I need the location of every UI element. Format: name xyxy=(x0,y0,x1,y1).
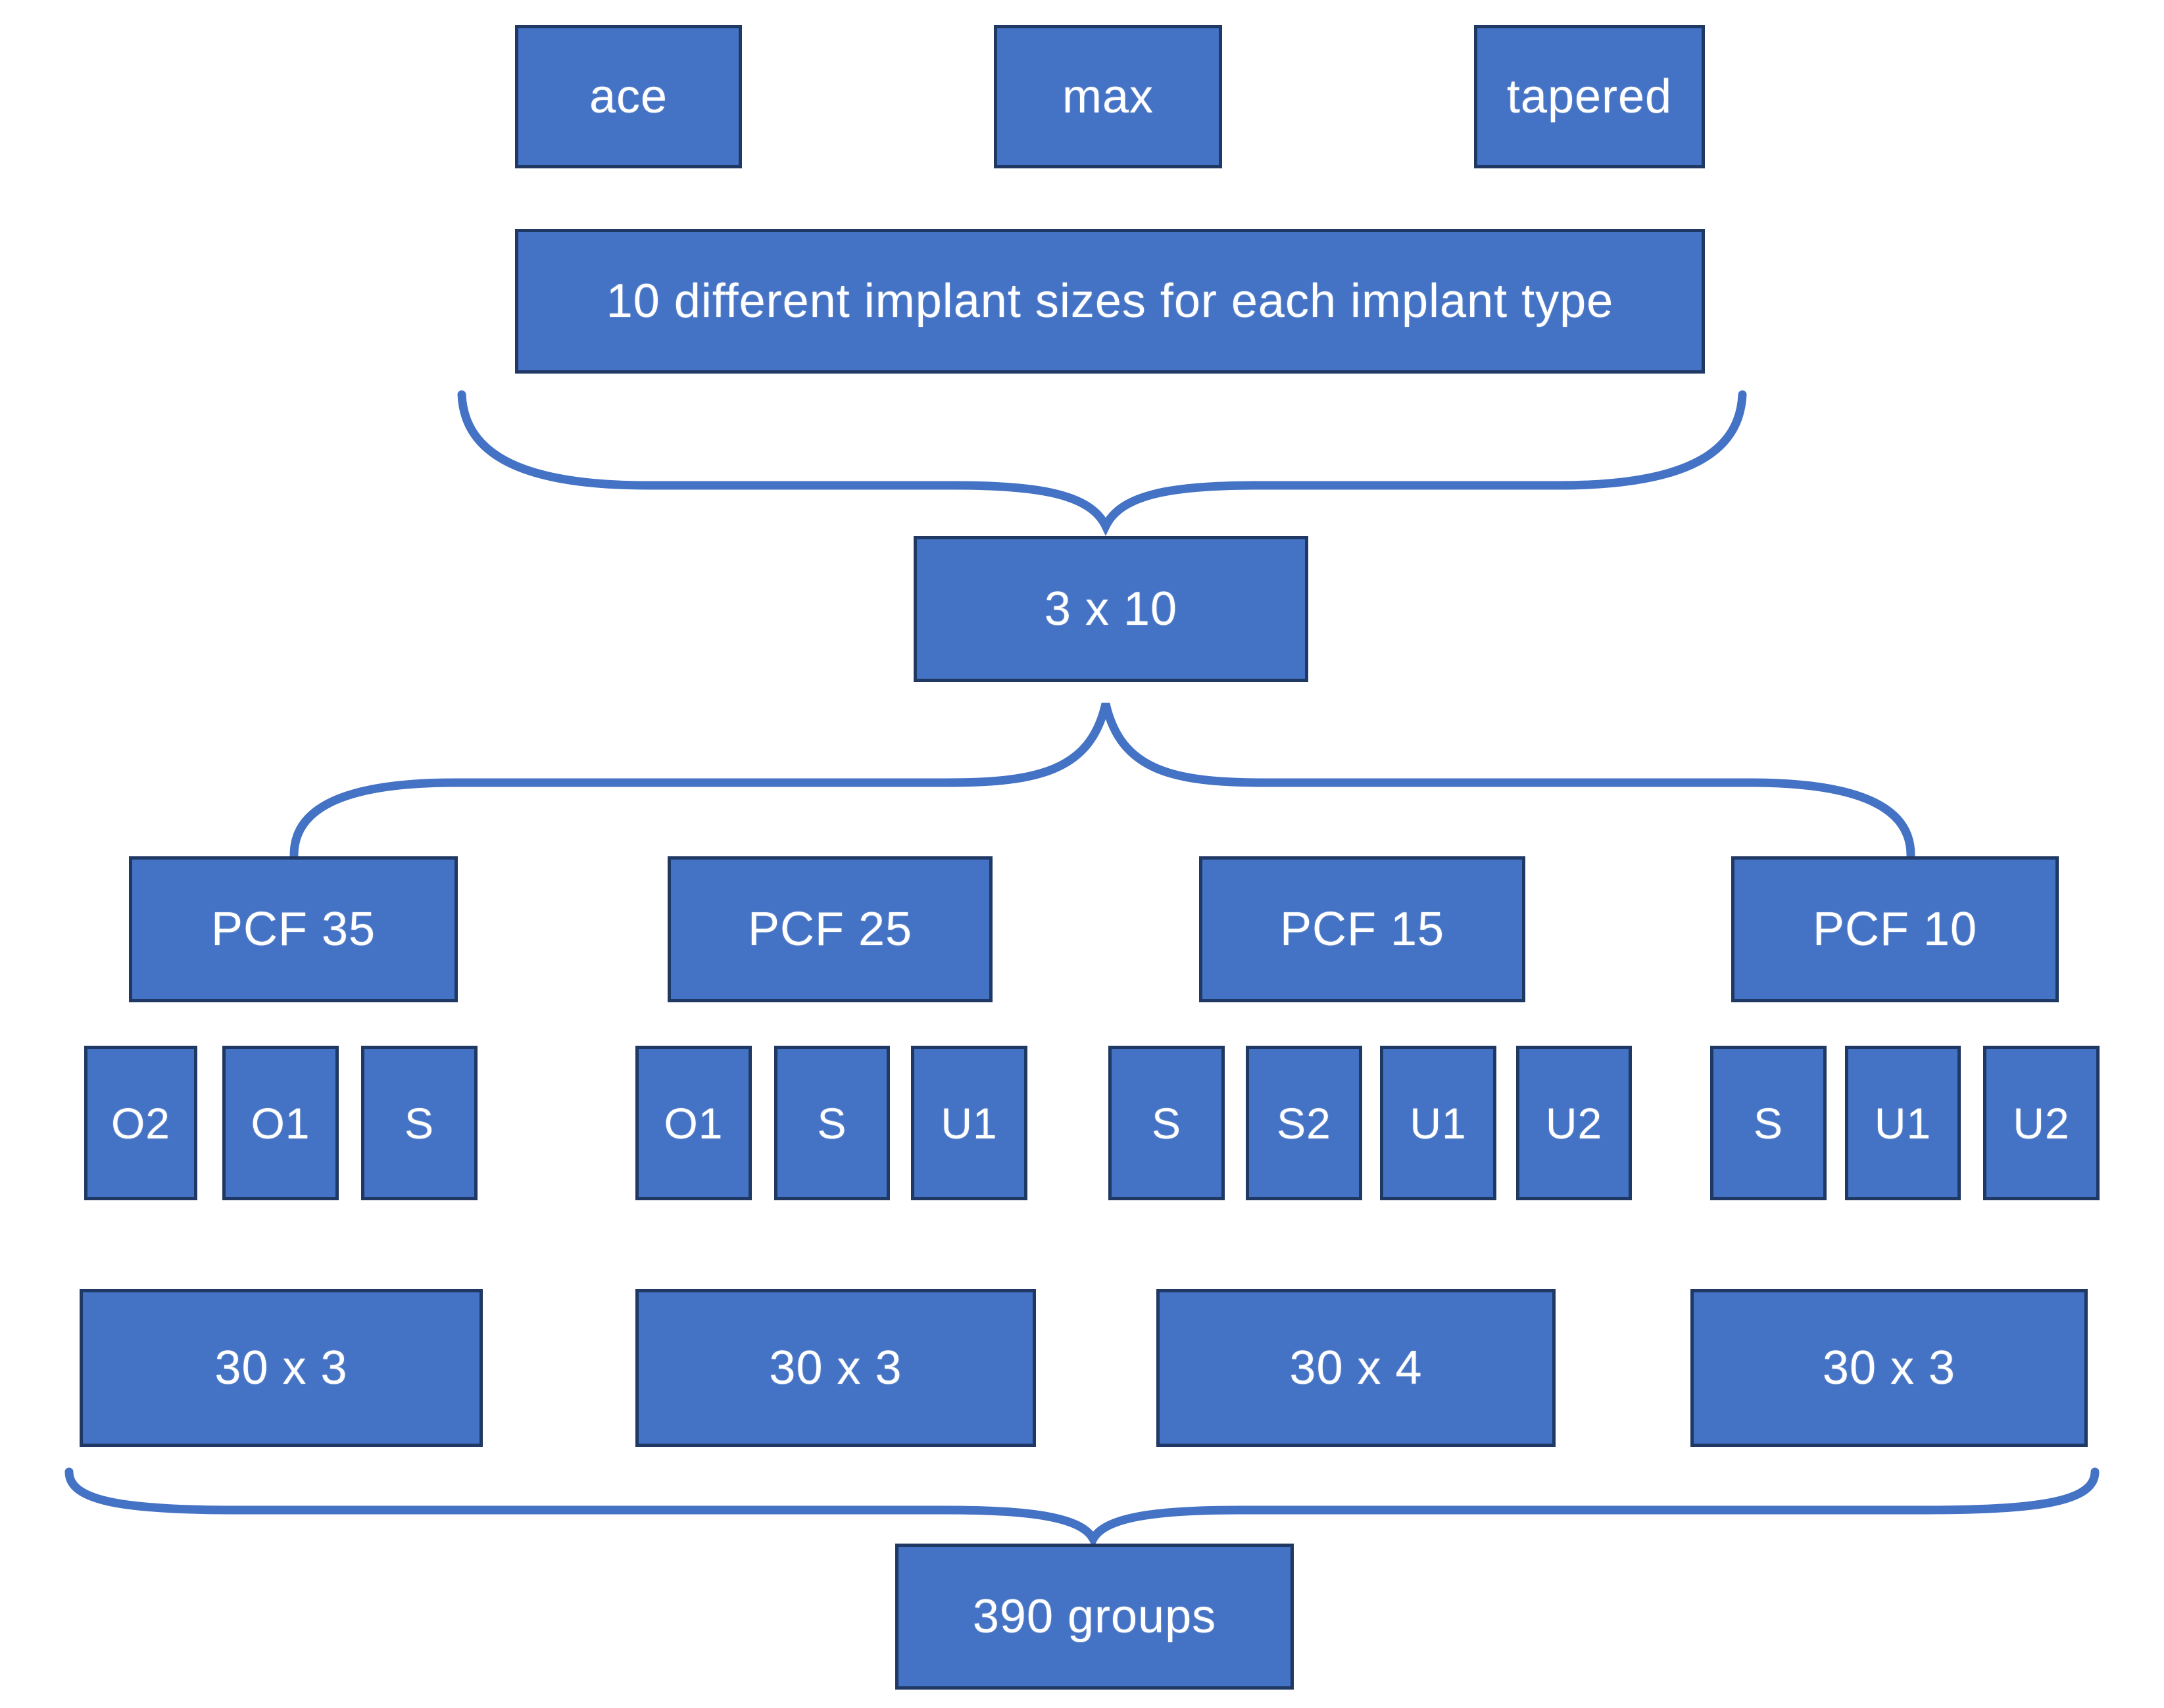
pcf-35-subtype-s-box: S xyxy=(361,1046,478,1200)
pcf-15-subtype-u1-box: U1 xyxy=(1380,1046,1496,1200)
pcf-10-box: PCF 10 xyxy=(1731,856,2059,1002)
combination-box: 3 x 10 xyxy=(914,536,1308,682)
pcf-15-box: PCF 15 xyxy=(1199,856,1525,1002)
result-box: 390 groups xyxy=(895,1544,1294,1690)
pcf-25-subtype-s-box: S xyxy=(774,1046,890,1200)
brace-totals-to-result xyxy=(64,1467,2100,1548)
pcf-35-box: PCF 35 xyxy=(129,856,458,1002)
pcf-25-total-box: 30 x 3 xyxy=(635,1289,1036,1447)
implant-type-box-ace: ace xyxy=(515,25,742,168)
pcf-10-subtype-s-box: S xyxy=(1710,1046,1827,1200)
pcf-25-subtype-o1-box: O1 xyxy=(635,1046,752,1200)
pcf-25-subtype-u1-box: U1 xyxy=(911,1046,1027,1200)
pcf-10-subtype-u2-box: U2 xyxy=(1983,1046,2100,1200)
pcf-10-total-box: 30 x 3 xyxy=(1690,1289,2088,1447)
brace-combination-to-pcf-groups xyxy=(289,702,1915,860)
pcf-10-subtype-u1-box: U1 xyxy=(1845,1046,1961,1200)
implant-sizes-note-box: 10 different implant sizes for each impl… xyxy=(515,229,1705,374)
pcf-35-subtype-o1-box: O1 xyxy=(222,1046,339,1200)
pcf-15-subtype-s2-box: S2 xyxy=(1246,1046,1362,1200)
implant-type-box-tapered: tapered xyxy=(1474,25,1705,168)
pcf-35-subtype-o2-box: O2 xyxy=(84,1046,197,1200)
pcf-15-subtype-u2-box: U2 xyxy=(1516,1046,1632,1200)
pcf-15-subtype-s-box: S xyxy=(1108,1046,1225,1200)
pcf-15-total-box: 30 x 4 xyxy=(1156,1289,1556,1447)
brace-types-to-combination xyxy=(457,390,1747,537)
implant-type-box-max: max xyxy=(994,25,1222,168)
pcf-35-total-box: 30 x 3 xyxy=(80,1289,483,1447)
pcf-25-box: PCF 25 xyxy=(668,856,993,1002)
